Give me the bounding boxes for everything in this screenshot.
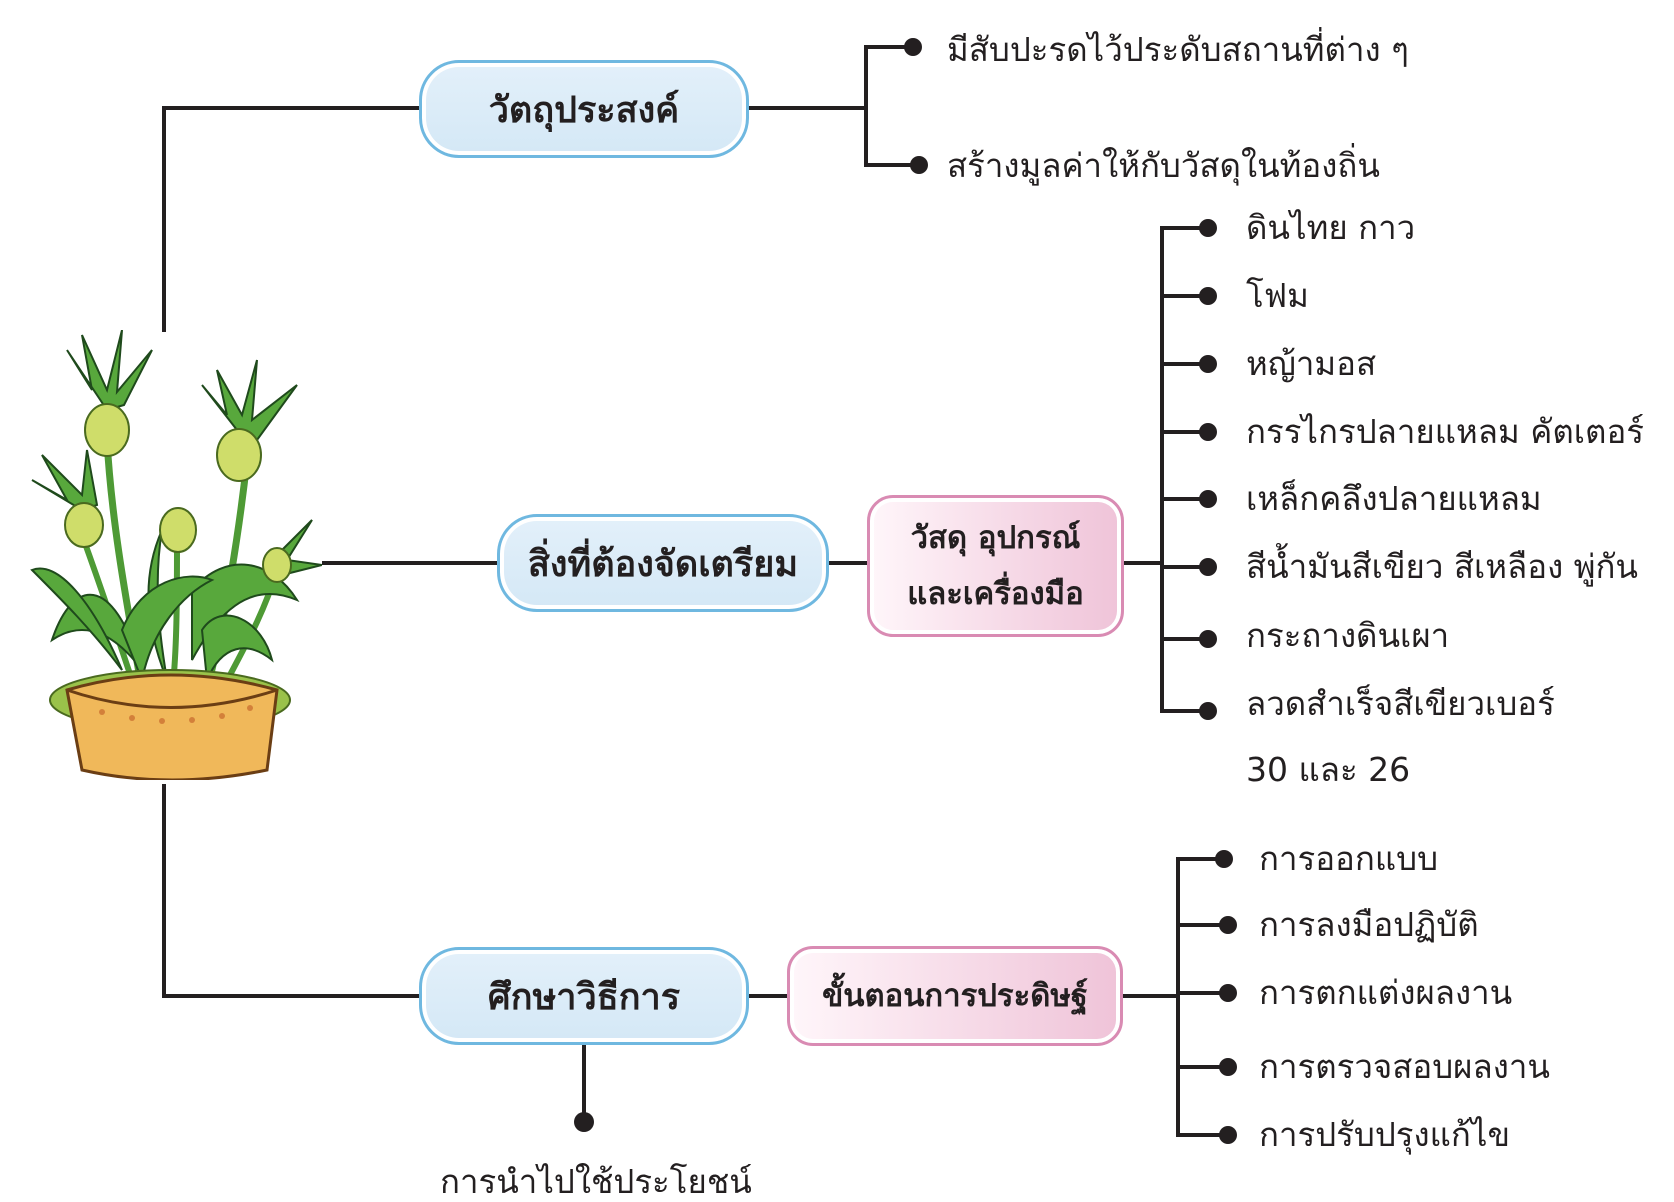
material-item: กรรไกรปลายแหลม คัตเตอร์ xyxy=(1246,412,1645,451)
preparation-node: สิ่งที่ต้องจัดเตรียม xyxy=(497,514,829,612)
objective-item: มีสับปะรดไว้ประดับสถานที่ต่าง ๆ xyxy=(947,30,1409,69)
material-item: สีน้ำมันสีเขียว สีเหลือง พู่กัน xyxy=(1246,547,1638,586)
line-center-method xyxy=(162,784,422,998)
materials-tools-label-line2: และเครื่องมือ xyxy=(907,576,1084,612)
step-item: การออกแบบ xyxy=(1259,839,1439,878)
bullet-dot xyxy=(1199,287,1217,305)
step-item: การตกแต่งผลงาน xyxy=(1259,973,1513,1012)
step-item: การปรับปรุงแก้ไข xyxy=(1259,1115,1511,1154)
material-item: กระถางดินเผา xyxy=(1246,616,1450,655)
preparation-label: สิ่งที่ต้องจัดเตรียม xyxy=(527,543,799,585)
bullet-dot xyxy=(1219,1058,1237,1076)
line-material-branches xyxy=(1160,226,1205,713)
bullet-dot xyxy=(1219,984,1237,1002)
objective-label: วัตถุประสงค์ xyxy=(488,89,680,131)
bullet-dot xyxy=(1199,490,1217,508)
bullet-dot xyxy=(1219,1126,1237,1144)
bullet-dot xyxy=(1199,702,1217,720)
material-item: เหล็กคลึงปลายแหลม xyxy=(1246,479,1542,518)
objective-item: สร้างมูลค่าให้กับวัสดุในท้องถิ่น xyxy=(947,146,1380,185)
line-step-branches xyxy=(1176,857,1226,1137)
material-item: โฟม xyxy=(1246,276,1309,315)
potted-plant-illustration xyxy=(30,330,322,780)
usage-item: การนำไปใช้ประโยชน์ xyxy=(440,1162,752,1201)
bullet-dot xyxy=(1219,916,1237,934)
bullet-dot xyxy=(1215,850,1233,868)
method-label: ศึกษาวิธีการ xyxy=(487,976,681,1018)
bullet-dot xyxy=(904,38,922,56)
invention-steps-label: ขั้นตอนการประดิษฐ์ xyxy=(822,978,1088,1014)
material-item: ดินไทย กาว xyxy=(1246,208,1416,247)
line-center-objective xyxy=(162,106,422,332)
bullet-dot xyxy=(1199,630,1217,648)
material-item: หญ้ามอส xyxy=(1246,344,1377,383)
objective-node: วัตถุประสงค์ xyxy=(419,60,749,158)
bullet-dot xyxy=(574,1112,594,1132)
step-item: การตรวจสอบผลงาน xyxy=(1259,1047,1550,1086)
bullet-dot xyxy=(1199,219,1217,237)
step-item: การลงมือปฏิบัติ xyxy=(1259,905,1479,944)
materials-tools-label-line1: วัสดุ อุปกรณ์ xyxy=(910,520,1081,556)
invention-steps-node: ขั้นตอนการประดิษฐ์ xyxy=(787,946,1123,1046)
method-node: ศึกษาวิธีการ xyxy=(419,947,749,1045)
bullet-dot xyxy=(1199,355,1217,373)
material-item: ลวดสำเร็จสีเขียวเบอร์ xyxy=(1246,684,1555,723)
line-objective-items xyxy=(864,45,914,167)
materials-tools-node: วัสดุ อุปกรณ์ และเครื่องมือ xyxy=(867,495,1124,637)
bullet-dot xyxy=(1199,558,1217,576)
material-item-continued: 30 และ 26 xyxy=(1246,750,1411,789)
bullet-dot xyxy=(1199,423,1217,441)
bullet-dot xyxy=(910,156,928,174)
